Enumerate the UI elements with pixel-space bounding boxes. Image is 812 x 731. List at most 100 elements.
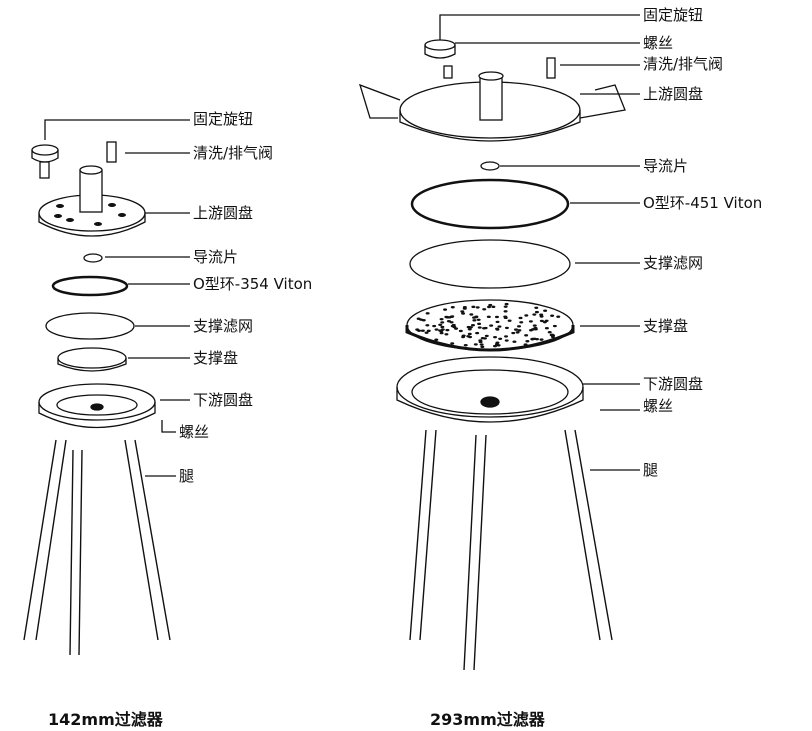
right-label-upstream: 上游圆盘 xyxy=(643,85,704,103)
perforation-dot xyxy=(439,317,444,321)
perforation-dot xyxy=(518,316,523,320)
perforation-dot xyxy=(532,324,537,327)
perforation-dot xyxy=(547,330,552,334)
perforation-dot xyxy=(503,310,508,313)
left-label-downstream: 下游圆盘 xyxy=(193,391,254,409)
right-leader-lines xyxy=(439,14,640,471)
perforation-dot xyxy=(523,343,528,346)
perforation-dot xyxy=(443,308,448,311)
perforation-dot xyxy=(445,328,450,332)
left-label-leg: 腿 xyxy=(179,467,195,485)
perforation-dot xyxy=(493,335,498,339)
perforation-dot xyxy=(463,343,468,347)
right-legs xyxy=(409,429,613,671)
perforation-dot xyxy=(489,324,494,327)
perforation-dot xyxy=(539,319,544,323)
perforation-dot xyxy=(469,313,474,316)
perforation-dot xyxy=(434,328,439,331)
perforation-dot xyxy=(484,334,489,338)
left-label-oring: O型环-354 Viton xyxy=(193,275,313,293)
perforation-dot xyxy=(481,327,486,330)
perforation-dot xyxy=(512,340,517,343)
perforation-dot xyxy=(449,315,454,318)
perforation-dot xyxy=(539,338,544,341)
right-knob xyxy=(424,39,456,79)
perforation-dot xyxy=(458,329,463,333)
perforation-dot xyxy=(475,306,480,309)
perforation-dot xyxy=(467,328,472,331)
right-label-support: 支撑盘 xyxy=(643,317,689,335)
perforation-dot xyxy=(498,337,503,340)
perforation-dot xyxy=(474,315,479,318)
perforation-dot xyxy=(550,335,555,339)
left-oring xyxy=(51,275,129,297)
perforation-dot xyxy=(511,331,516,335)
perforation-dot xyxy=(504,335,509,338)
perforation-dot xyxy=(468,326,473,329)
perforation-dot xyxy=(476,318,481,321)
perforation-dot xyxy=(528,320,533,323)
perforation-dot xyxy=(517,325,522,328)
perforation-dot xyxy=(491,305,496,309)
perforation-dot xyxy=(503,315,508,318)
perforation-dot xyxy=(462,306,467,309)
right-label-screw: 螺丝 xyxy=(643,397,674,415)
left-label-vent: 清洗/排气阀 xyxy=(193,144,274,162)
right-oring xyxy=(410,178,570,230)
perforation-dot xyxy=(539,313,544,316)
perforation-dot xyxy=(495,341,500,344)
right-support-plate xyxy=(405,299,575,352)
perforation-dot xyxy=(415,328,420,331)
right-deflector xyxy=(480,161,500,171)
perforation-dot xyxy=(477,322,482,326)
perforation-dot xyxy=(440,321,445,324)
perforation-dot xyxy=(517,329,522,332)
perforation-dot xyxy=(439,331,444,335)
perforation-dot xyxy=(420,329,425,332)
left-deflector xyxy=(83,253,103,263)
perforation-dot xyxy=(519,321,524,324)
right-label-knob: 固定旋钮 xyxy=(643,6,704,24)
perforation-dot xyxy=(534,310,539,314)
right-support-screen xyxy=(409,239,571,289)
perforation-dot xyxy=(495,327,500,330)
perforation-dot xyxy=(515,331,520,334)
perforation-dot xyxy=(532,313,537,316)
right-vent-valve xyxy=(546,57,556,79)
left-legs xyxy=(23,439,171,656)
perforation-dot xyxy=(473,343,478,346)
right-upstream-disc xyxy=(358,71,626,142)
perforation-dot xyxy=(470,323,475,327)
perforation-dot xyxy=(550,333,555,337)
perforation-dot xyxy=(450,324,455,328)
perforation-dot xyxy=(488,303,493,307)
perforation-dot xyxy=(504,339,509,342)
perforation-dot xyxy=(444,315,449,319)
left-support-screen xyxy=(45,312,135,340)
perforation-dot xyxy=(416,317,421,320)
perforation-dot xyxy=(513,328,518,331)
right-label-screw-top: 螺丝 xyxy=(643,34,674,52)
perforation-dot xyxy=(450,342,455,345)
perforation-dot xyxy=(480,345,485,349)
perforation-dot xyxy=(486,315,491,319)
right-label-deflector: 导流片 xyxy=(643,157,689,175)
perforation-dot xyxy=(440,325,445,329)
perforation-dot xyxy=(478,340,483,344)
perforation-dot xyxy=(479,343,484,346)
left-support-plate xyxy=(57,347,127,372)
left-vent-valve xyxy=(106,141,117,163)
perforation-dot xyxy=(472,319,477,322)
perforation-dot xyxy=(493,344,498,348)
perforation-dot xyxy=(504,302,509,306)
perforation-dot xyxy=(525,340,530,343)
perforation-dot xyxy=(504,326,509,330)
perforation-dot xyxy=(425,324,430,327)
perforation-dot xyxy=(530,337,535,341)
left-upstream-disc xyxy=(38,165,146,237)
perforation-dot xyxy=(544,319,549,323)
right-caption: 293mm过滤器 xyxy=(430,710,545,729)
right-downstream-disc xyxy=(396,356,584,423)
